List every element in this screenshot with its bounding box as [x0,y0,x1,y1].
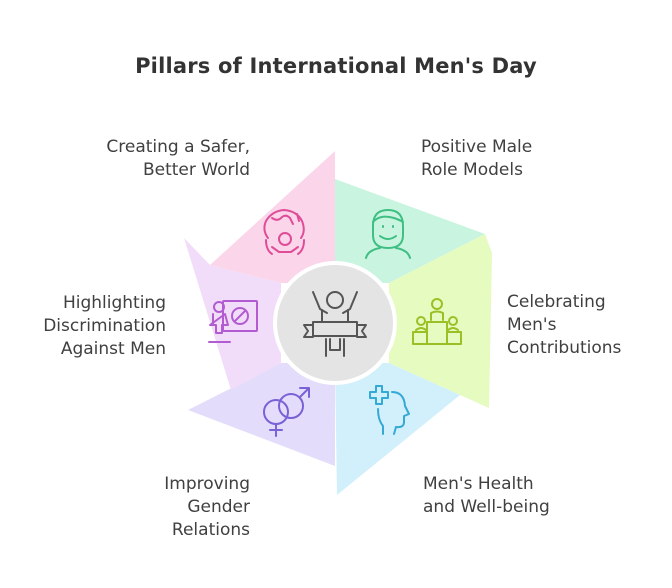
label-gender-relations: Improving Gender Relations [164,474,250,540]
segment-mens-health [335,363,460,495]
segment-positive-male-role-models [335,179,485,283]
segment-safer-world [210,151,335,283]
label-discrimination: Highlighting Discrimination Against Men [43,293,166,359]
presentation-icon [208,300,258,343]
podium-icon [412,298,462,345]
label-celebrating-contributions: Celebrating Men's Contributions [507,292,622,358]
celebrating-man-icon [303,291,367,357]
globe-person-icon [263,209,305,255]
diagram-title: Pillars of International Men's Day [135,54,537,78]
label-mens-health: Men's Health and Well-being [423,474,550,517]
man-face-icon [365,209,411,259]
gender-symbols-icon [263,387,310,437]
label-positive-male-role-models: Positive Male Role Models [421,137,533,180]
segment-gender-relations [188,363,335,466]
health-head-icon [369,385,410,435]
label-safer-world: Creating a Safer, Better World [106,137,250,180]
